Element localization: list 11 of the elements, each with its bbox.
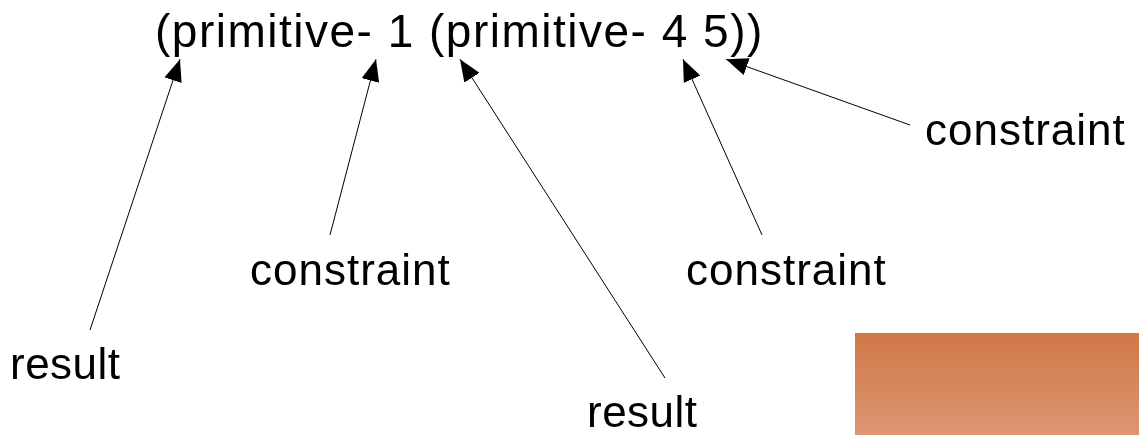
label-text: constraint [925, 104, 1126, 157]
label-text: constraint [686, 244, 887, 297]
label-text: (primitive- 1 (primitive- 4 5)) [155, 4, 764, 60]
leader-arrow [682, 58, 763, 236]
leader-arrow [725, 58, 911, 126]
leader-arrow [89, 58, 182, 331]
leader-arrow [459, 58, 666, 379]
label-text: constraint [250, 244, 451, 297]
label-text: result [10, 338, 121, 391]
label-text: result [587, 386, 698, 435]
leader-arrow [329, 58, 380, 236]
